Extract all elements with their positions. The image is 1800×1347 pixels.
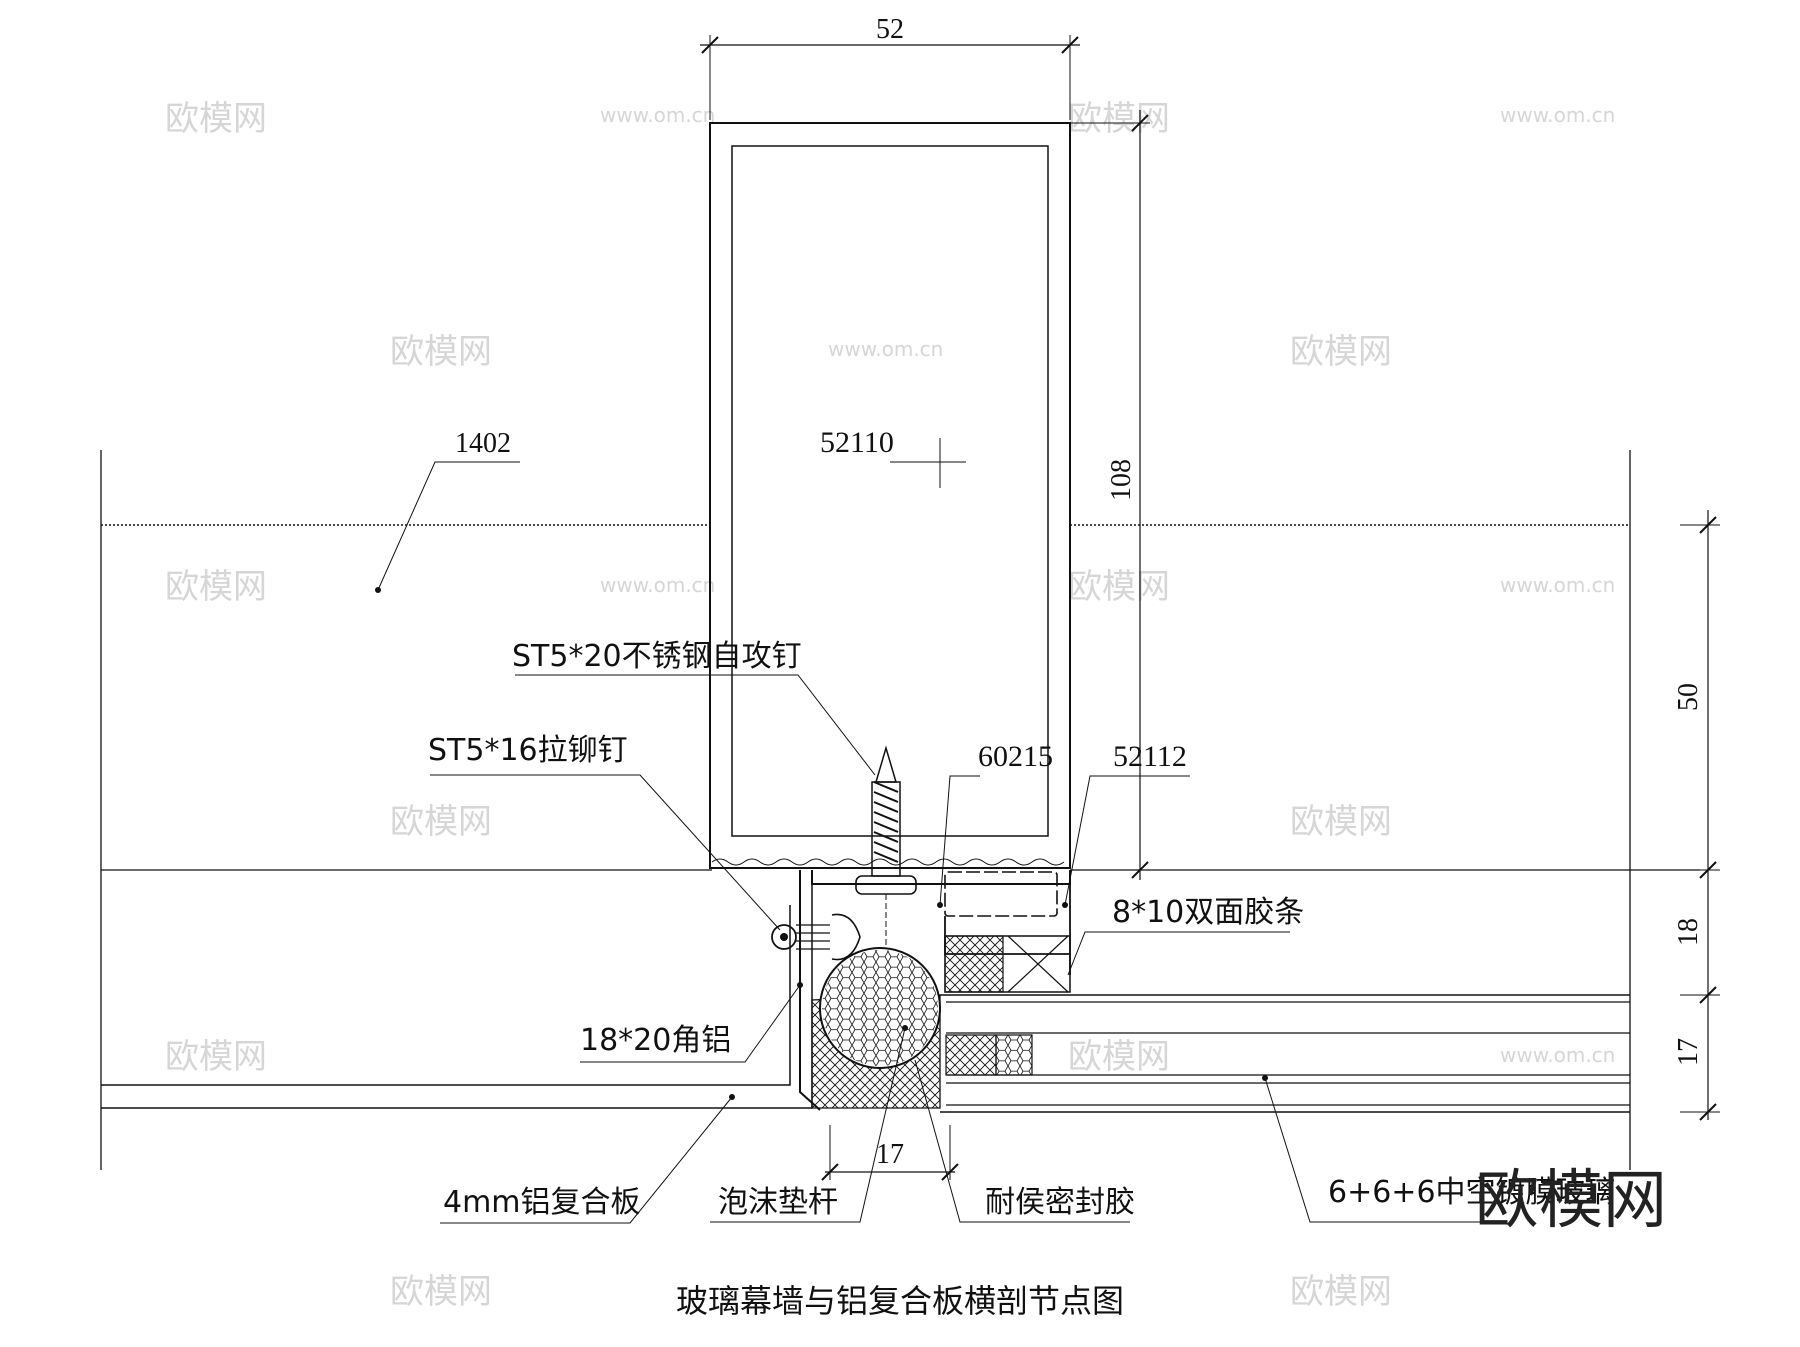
dimension-width-52: 52 — [876, 14, 904, 45]
watermark-logo: 欧模网 — [1290, 332, 1392, 372]
label-rivet: ST5*16拉铆钉 — [428, 733, 628, 768]
insulated-glass — [940, 994, 1630, 1113]
watermark-layer: 欧模网 www.om.cn 欧模网 www.om.cn 欧模网 www.om.c… — [165, 99, 1615, 1312]
watermark-logo: 欧模网 — [390, 1272, 492, 1312]
label-1402: 1402 — [455, 428, 511, 459]
dimension-height-108: 108 — [1106, 459, 1137, 501]
corner-watermark-logo: 欧模网 — [1475, 1164, 1667, 1238]
label-60215: 60215 — [978, 740, 1053, 773]
label-angle-aluminium: 18*20角铝 — [580, 1023, 731, 1058]
annotation-labels: 52 108 50 18 17 17 1402 52110 ST5*20不锈钢自… — [428, 14, 1704, 1320]
label-glass: 6+6+6中空镀膜玻璃 — [1328, 1175, 1616, 1210]
watermark-logo: 欧模网 — [165, 567, 267, 607]
dimension-17-right: 17 — [1673, 1038, 1704, 1066]
watermark-logo: 欧模网 — [165, 1037, 267, 1077]
label-52112: 52112 — [1113, 740, 1187, 773]
watermark-logo: 欧模网 — [1068, 567, 1170, 607]
dimension-50: 50 — [1673, 683, 1704, 711]
watermark-logo: 欧模网 — [1068, 1037, 1170, 1077]
label-sealant: 耐侯密封胶 — [985, 1185, 1135, 1220]
watermark-logo: 欧模网 — [1068, 99, 1170, 139]
watermark-logo: 欧模网 — [1290, 802, 1392, 842]
dimension-lines — [700, 35, 1720, 1181]
watermark-url: www.om.cn — [1500, 573, 1615, 597]
label-foam-rod: 泡沫垫杆 — [718, 1185, 838, 1220]
watermark-logo: 欧模网 — [1290, 1272, 1392, 1312]
label-52110: 52110 — [820, 426, 894, 459]
leader-lines — [375, 461, 1500, 1224]
watermark-url: www.om.cn — [1500, 1043, 1615, 1067]
watermark-url: www.om.cn — [828, 337, 943, 361]
drawing-title: 玻璃幕墙与铝复合板横剖节点图 — [676, 1282, 1124, 1320]
dimension-18: 18 — [1673, 918, 1704, 946]
watermark-url: www.om.cn — [1500, 103, 1615, 127]
watermark-url: www.om.cn — [600, 103, 715, 127]
watermark-logo: 欧模网 — [390, 332, 492, 372]
watermark-url: www.om.cn — [600, 573, 715, 597]
dimension-17-bottom: 17 — [876, 1139, 904, 1170]
label-screw: ST5*20不锈钢自攻钉 — [512, 639, 802, 674]
label-tape: 8*10双面胶条 — [1112, 895, 1304, 930]
self-tapping-screw — [855, 745, 917, 960]
watermark-logo: 欧模网 — [165, 99, 267, 139]
structure-lines — [100, 122, 1700, 1170]
blind-rivet — [771, 913, 861, 961]
label-acp-panel: 4mm铝复合板 — [443, 1185, 641, 1220]
watermark-logo: 欧模网 — [390, 802, 492, 842]
